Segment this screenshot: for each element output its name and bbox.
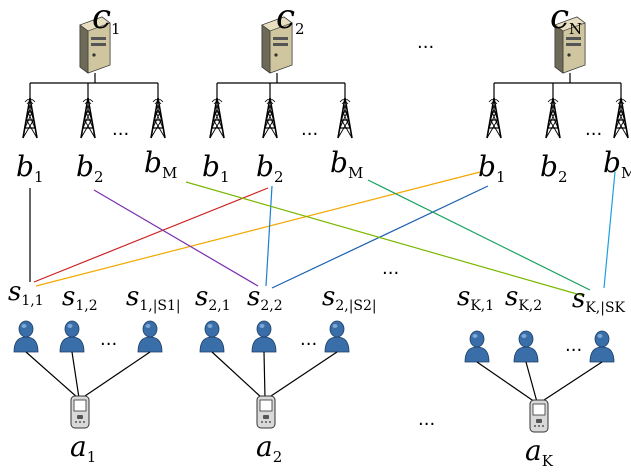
user-label: s1,|S1| [126, 282, 181, 314]
user-label: s2,|S2| [322, 282, 377, 314]
ellipsis: ... [100, 329, 117, 350]
link-line [93, 189, 259, 287]
user-icon [251, 320, 277, 353]
device-tree [25, 351, 603, 403]
controller-tree [29, 73, 622, 98]
user-icon [589, 330, 615, 363]
controller-label: c2 [276, 0, 305, 38]
tower-icon [545, 97, 561, 139]
device-label: a2 [256, 430, 282, 466]
tower-icon [209, 97, 225, 139]
user-icon [13, 320, 39, 353]
user-label: sK,1 [457, 282, 494, 314]
station-label: b2 [256, 150, 283, 186]
station-label: b1 [202, 150, 229, 186]
phone-icon [256, 395, 276, 429]
tower-icon [613, 97, 629, 139]
ellipsis: ... [300, 329, 317, 350]
link-line [367, 179, 591, 291]
tower-icon [337, 97, 353, 139]
link-line [185, 181, 585, 297]
user-icon [137, 320, 163, 353]
user-label: s1,2 [62, 282, 98, 314]
station-label: b2 [76, 150, 103, 186]
controller-label: cN [550, 0, 582, 38]
tower-icon [486, 97, 502, 139]
ellipsis: ... [417, 32, 434, 53]
user-icon [513, 330, 539, 363]
user-label: s2,1 [195, 282, 231, 314]
station-label: b2 [540, 150, 567, 186]
user-icon [464, 330, 490, 363]
user-icon [324, 320, 350, 353]
device-label: a1 [70, 430, 96, 466]
controller-label: c1 [92, 0, 121, 38]
station-label: bM [603, 146, 631, 182]
ellipsis: ... [585, 119, 602, 140]
phone-icon [70, 395, 90, 429]
link-line [603, 171, 616, 289]
user-icon [59, 320, 85, 353]
tower-icon [262, 97, 278, 139]
device-label: aK [525, 434, 554, 470]
user-label: s2,2 [247, 282, 283, 314]
user-icon [199, 320, 225, 353]
ellipsis: ... [565, 335, 582, 356]
association-links [29, 171, 616, 297]
tower-icon [80, 97, 96, 139]
ellipsis: ... [418, 409, 435, 430]
ellipsis: ... [301, 119, 318, 140]
user-label: sK,|SK [572, 284, 626, 316]
ellipsis: ... [112, 119, 129, 140]
link-line [33, 187, 269, 283]
station-label: b1 [478, 150, 505, 186]
user-label: sK,2 [505, 282, 542, 314]
ellipsis: ... [382, 258, 399, 279]
phone-icon [529, 399, 549, 433]
link-line [265, 185, 273, 287]
user-label: s1,1 [8, 277, 44, 309]
link-line [35, 171, 481, 287]
station-label: b1 [16, 150, 43, 186]
station-label: bM [330, 146, 363, 182]
tower-icon [22, 97, 38, 139]
tower-icon [150, 97, 166, 139]
station-label: bM [144, 146, 177, 182]
